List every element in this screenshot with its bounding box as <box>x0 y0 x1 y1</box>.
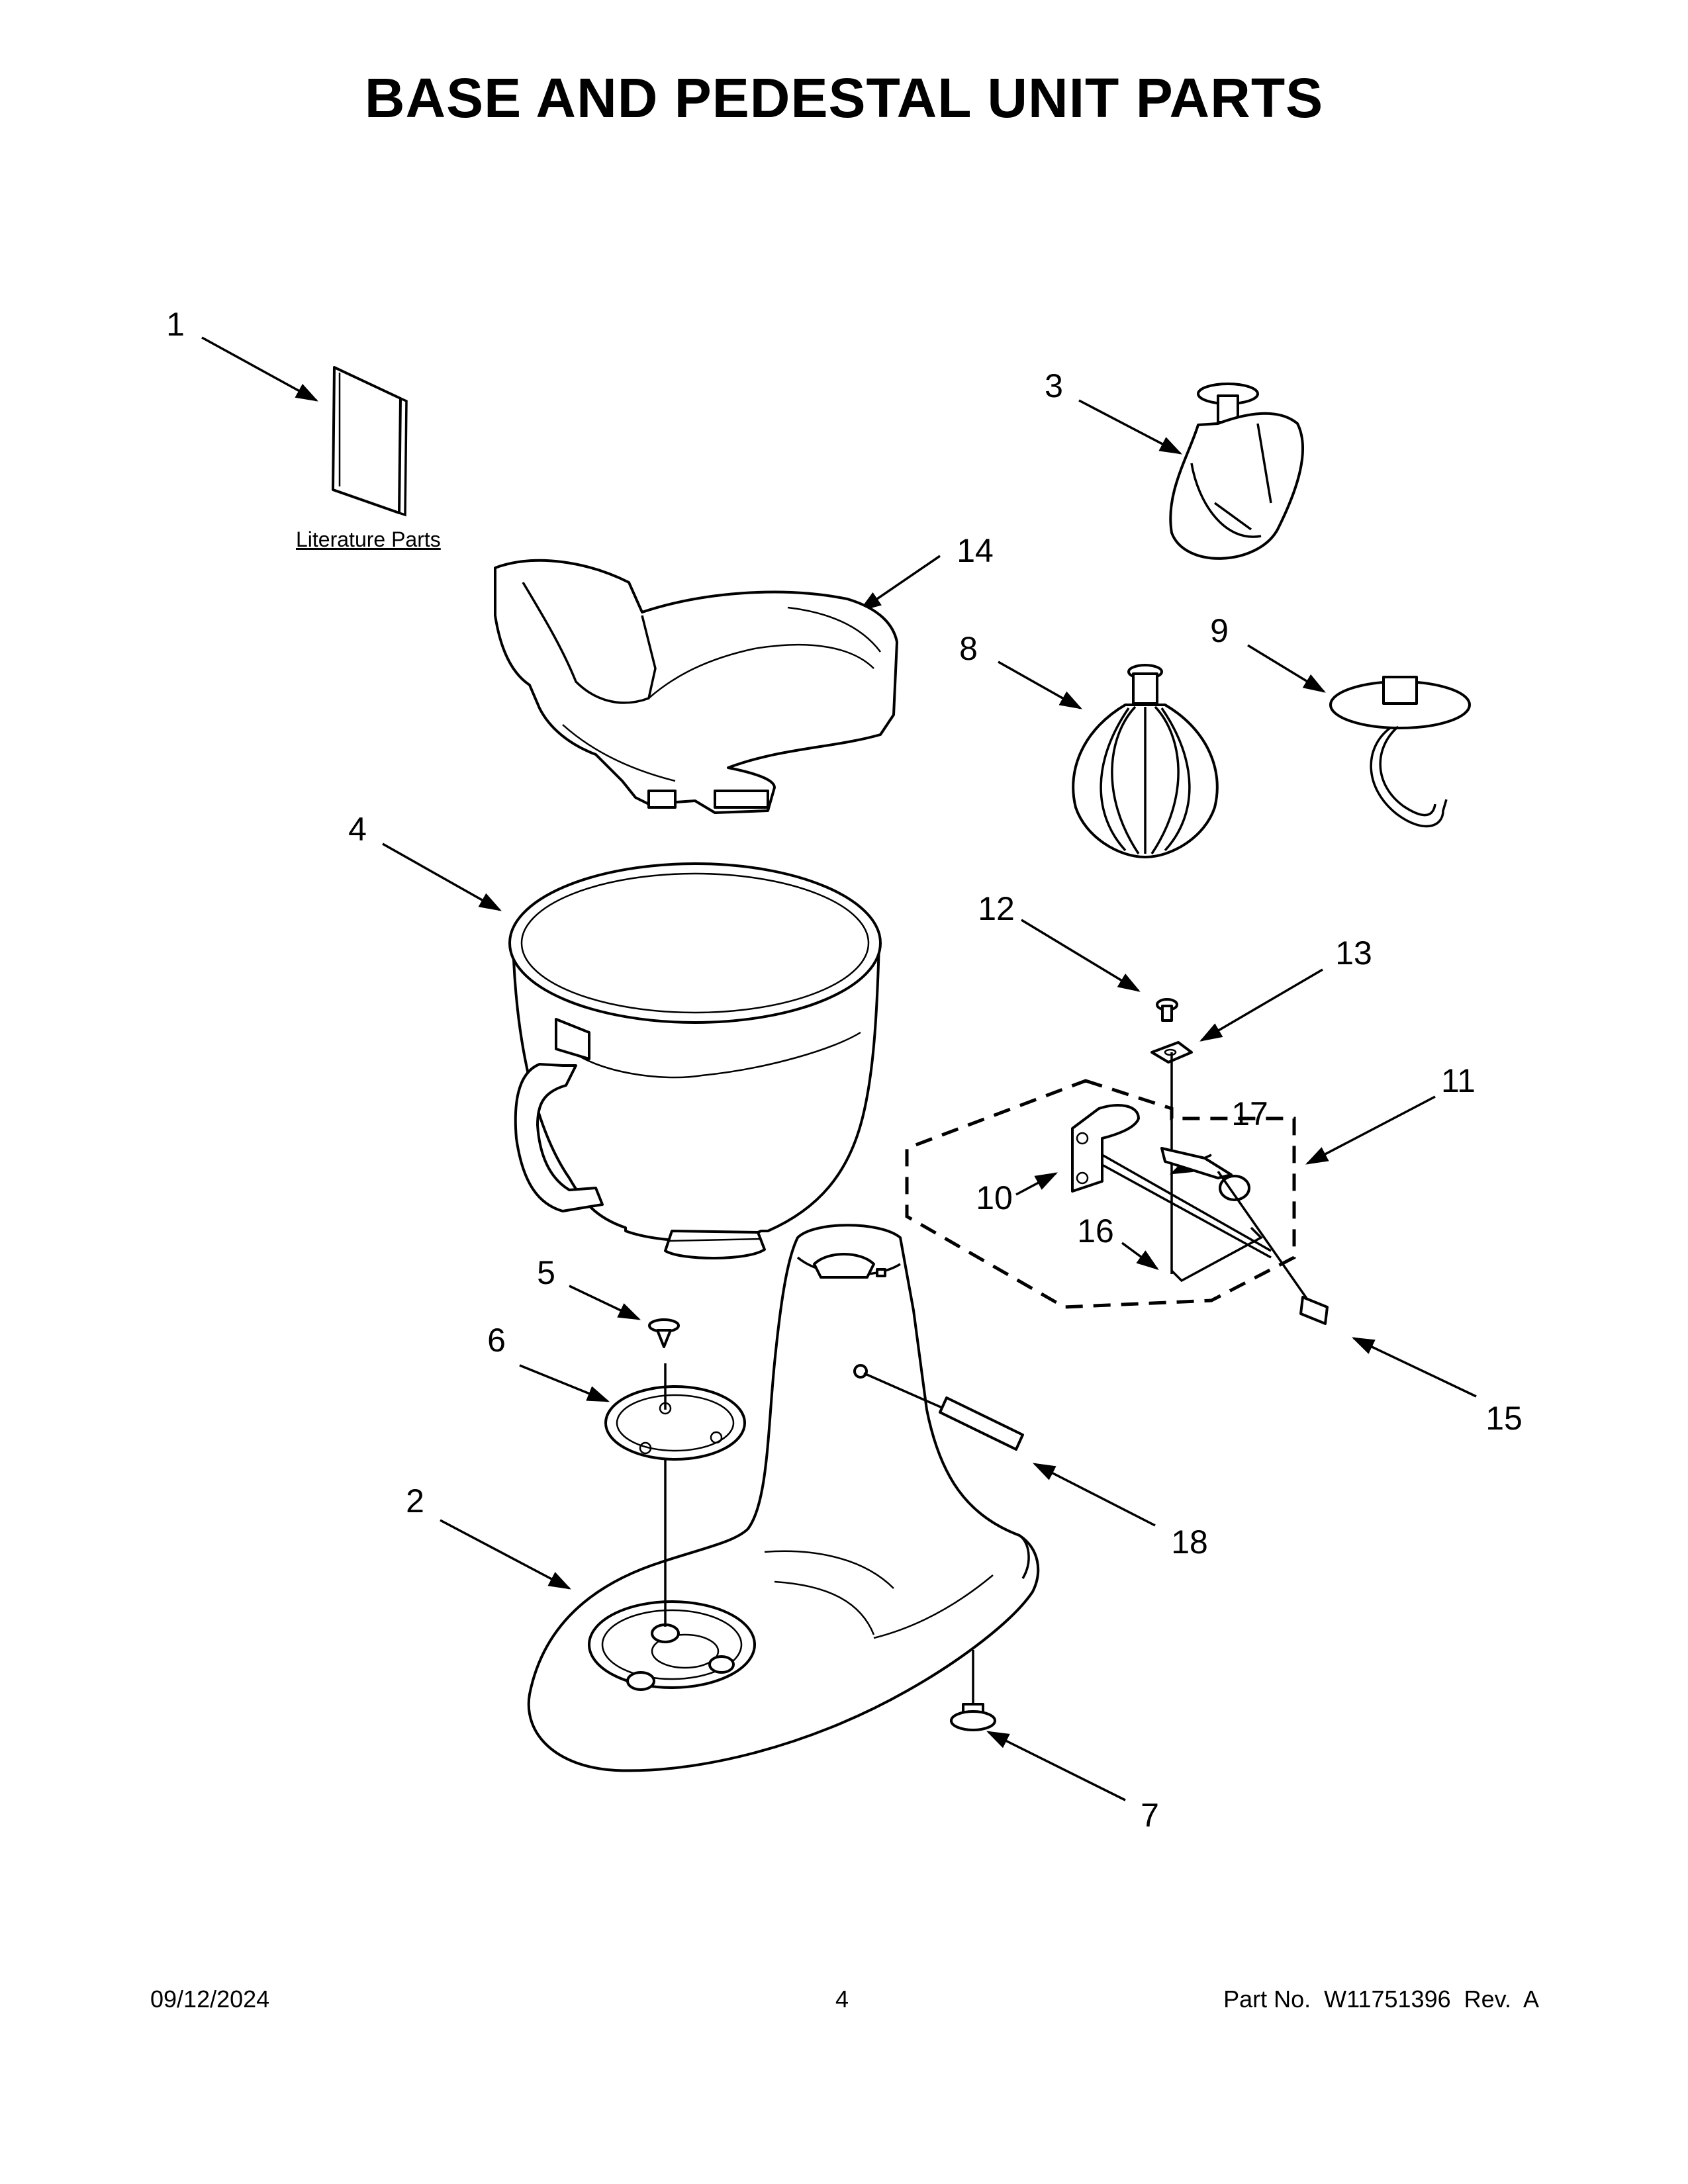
footer-date: 09/12/2024 <box>150 1985 270 2013</box>
page-title: BASE AND PEDESTAL UNIT PARTS <box>364 67 1324 129</box>
dough-hook-part <box>1329 676 1471 828</box>
callout-15: 15 <box>1485 1400 1523 1437</box>
flat-beater-part <box>1169 383 1305 560</box>
footer-part-number: Part No. W11751396 Rev. A <box>1223 1985 1539 2013</box>
callout-9: 9 <box>1210 612 1229 649</box>
callout-17: 17 <box>1231 1095 1268 1132</box>
callout-8: 8 <box>959 630 978 667</box>
hinge-assembly-part <box>1071 1052 1329 1325</box>
base-plate-screw-part <box>648 1318 680 1348</box>
mixing-bowl-part <box>508 862 882 1259</box>
callout-4: 4 <box>348 811 367 848</box>
callout-18: 18 <box>1171 1524 1208 1561</box>
callout-16: 16 <box>1077 1212 1114 1250</box>
hinge-pin-part <box>863 1372 1024 1451</box>
callout-2: 2 <box>406 1482 424 1520</box>
pouring-shield-part <box>494 559 898 814</box>
callout-5: 5 <box>537 1254 555 1291</box>
hinge-screw-part <box>1156 998 1178 1022</box>
callout-3: 3 <box>1045 367 1063 404</box>
rubber-foot-part <box>950 1650 996 1731</box>
callout-11: 11 <box>1441 1062 1476 1099</box>
callout-7: 7 <box>1141 1797 1159 1834</box>
pedestal-base-part <box>527 1224 1040 1772</box>
footer-page-number: 4 <box>835 1985 849 2013</box>
literature-booklet-part <box>332 366 408 517</box>
literature-parts-label: Literature Parts <box>296 527 441 551</box>
callout-10: 10 <box>976 1179 1013 1216</box>
callout-1: 1 <box>166 306 185 343</box>
wire-whip-part <box>1072 664 1219 858</box>
callout-14: 14 <box>957 532 994 569</box>
callout-13: 13 <box>1335 934 1372 972</box>
callout-6: 6 <box>487 1322 506 1359</box>
callout-12: 12 <box>978 890 1015 927</box>
base-plate-part <box>604 1363 746 1627</box>
